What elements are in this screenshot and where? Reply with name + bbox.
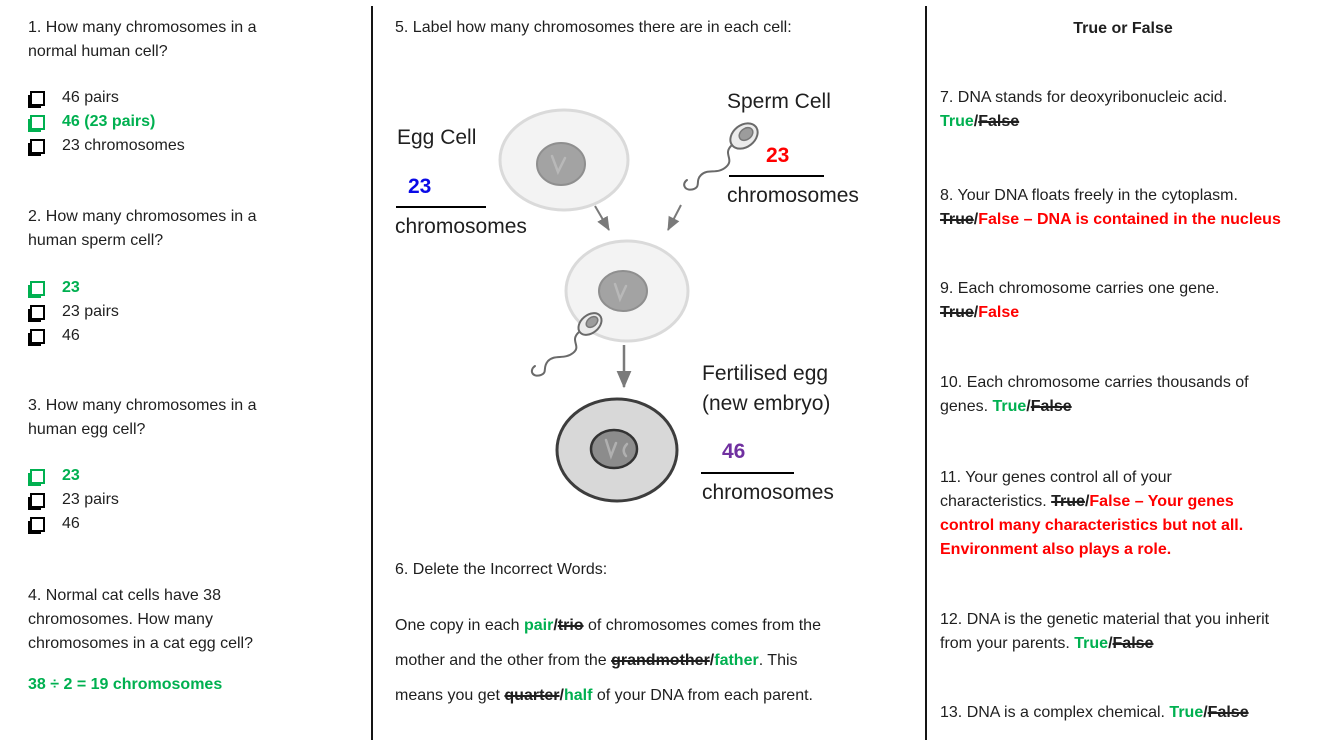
- question-10-text: 10. Each chromosome carries thousands of: [940, 374, 1249, 391]
- question-4-text: chromosomes in a cat egg cell?: [28, 635, 253, 652]
- option-label: 23 pairs: [62, 491, 119, 508]
- question-9-text: 9. Each chromosome carries one gene.: [940, 280, 1220, 297]
- checkbox-icon[interactable]: [30, 138, 45, 154]
- question-4-text: chromosomes. How many: [28, 611, 213, 628]
- question-1: 1. How many chromosomes in a normal huma…: [28, 16, 257, 64]
- option-label: 46: [62, 515, 80, 532]
- true-or-false-header: True or False: [1073, 20, 1173, 37]
- option-label: 23 pairs: [62, 303, 119, 320]
- sperm-chromosome-answer: 23: [766, 144, 790, 167]
- q1-option-23-chromosomes[interactable]: 23 chromosomes: [30, 134, 185, 158]
- fertilised-egg-answer-line: [701, 472, 794, 474]
- question-7-text: 7. DNA stands for deoxyribonucleic acid.: [940, 89, 1228, 106]
- question-4-text: 4. Normal cat cells have 38: [28, 587, 221, 604]
- question-3-text: human egg cell?: [28, 421, 146, 438]
- egg-cell-illustration: [498, 108, 630, 212]
- egg-chromosomes-label: chromosomes: [395, 215, 527, 238]
- option-label: 46 pairs: [62, 89, 119, 106]
- question-10-answer: genes. True/False: [940, 398, 1072, 415]
- question-10: 10. Each chromosome carries thousands of…: [940, 371, 1249, 419]
- option-label: 23 chromosomes: [62, 137, 185, 154]
- question-9: 9. Each chromosome carries one gene. Tru…: [940, 277, 1219, 325]
- checkbox-icon[interactable]: [30, 468, 45, 484]
- question-4-answer: 38 ÷ 2 = 19 chromosomes: [28, 676, 223, 693]
- question-6-sentence-line: means you get quarter/half of your DNA f…: [395, 687, 813, 704]
- question-3: 3. How many chromosomes in a human egg c…: [28, 394, 257, 442]
- question-11-answer: Environment also plays a role.: [940, 541, 1172, 558]
- question-7-answer: True/False: [940, 113, 1020, 130]
- question-2-text: 2. How many chromosomes in a: [28, 208, 257, 225]
- question-6-sentence-line: mother and the other from the grandmothe…: [395, 652, 798, 669]
- checkbox-icon[interactable]: [30, 492, 45, 508]
- egg-answer-line: [396, 206, 486, 208]
- question-8-answer: True/False – DNA is contained in the nuc…: [940, 211, 1281, 228]
- fertilised-egg-label-line2: (new embryo): [702, 392, 831, 415]
- q2-option-46[interactable]: 46: [30, 324, 119, 348]
- fertilised-egg-illustration: [555, 397, 679, 503]
- option-label: 23: [62, 279, 80, 296]
- question-11-answer: control many characteristics but not all…: [940, 517, 1244, 534]
- question-2-text: human sperm cell?: [28, 232, 164, 249]
- sperm-chromosomes-label: chromosomes: [727, 184, 859, 207]
- q1-option-46-pairs[interactable]: 46 pairs: [30, 86, 185, 110]
- question-12: 12. DNA is the genetic material that you…: [940, 608, 1269, 656]
- column-divider-right: [925, 6, 927, 740]
- egg-chromosome-answer: 23: [408, 175, 432, 198]
- fertilisation-diagram: [498, 108, 759, 503]
- question-1-text: normal human cell?: [28, 43, 168, 60]
- q2-option-23-pairs[interactable]: 23 pairs: [30, 300, 119, 324]
- checkbox-icon[interactable]: [30, 516, 45, 532]
- q3-option-23[interactable]: 23: [30, 464, 119, 488]
- question-11-answer: characteristics. True/False – Your genes: [940, 493, 1234, 510]
- question-12-text: 12. DNA is the genetic material that you…: [940, 611, 1270, 628]
- sperm-answer-line: [729, 175, 824, 177]
- question-3-text: 3. How many chromosomes in a: [28, 397, 257, 414]
- q3-option-46[interactable]: 46: [30, 512, 119, 536]
- option-label: 46: [62, 327, 80, 344]
- column-divider-left: [371, 6, 373, 740]
- fertilised-egg-label-line1: Fertilised egg: [702, 362, 829, 385]
- question-4: 4. Normal cat cells have 38 chromosomes.…: [28, 584, 253, 656]
- sperm-cell-label: Sperm Cell: [727, 90, 831, 113]
- q3-option-23-pairs[interactable]: 23 pairs: [30, 488, 119, 512]
- question-8-text: 8. Your DNA floats freely in the cytopla…: [940, 187, 1238, 204]
- fertilised-egg-chromosomes-label: chromosomes: [702, 481, 834, 504]
- option-label: 46 (23 pairs): [62, 113, 156, 130]
- question-11: 11. Your genes control all of your chara…: [940, 466, 1243, 562]
- checkbox-icon[interactable]: [30, 328, 45, 344]
- checkbox-icon[interactable]: [30, 114, 45, 130]
- fertilising-egg-illustration: [530, 239, 690, 377]
- question-2-options: 23 23 pairs 46: [30, 276, 119, 348]
- egg-cell-label: Egg Cell: [397, 126, 477, 149]
- fertilised-egg-chromosome-answer: 46: [722, 440, 746, 463]
- question-5-title: 5. Label how many chromosomes there are …: [395, 19, 792, 36]
- option-label: 23: [62, 467, 80, 484]
- question-2: 2. How many chromosomes in a human sperm…: [28, 205, 257, 253]
- checkbox-icon[interactable]: [30, 90, 45, 106]
- question-12-answer: from your parents. True/False: [940, 635, 1154, 652]
- fertilisation-arrows: [594, 204, 682, 231]
- question-7: 7. DNA stands for deoxyribonucleic acid.…: [940, 86, 1227, 134]
- question-9-answer: True/False: [940, 304, 1020, 321]
- question-13: 13. DNA is a complex chemical. True/Fals…: [940, 701, 1249, 725]
- q1-option-46-23-pairs[interactable]: 46 (23 pairs): [30, 110, 185, 134]
- question-6-sentence-line: One copy in each pair/trio of chromosome…: [395, 617, 821, 634]
- question-1-text: 1. How many chromosomes in a: [28, 19, 257, 36]
- question-3-options: 23 23 pairs 46: [30, 464, 119, 536]
- fertilised-egg-label: Fertilised egg (new embryo): [702, 359, 830, 419]
- question-11-text: 11. Your genes control all of your: [940, 469, 1172, 486]
- question-1-options: 46 pairs 46 (23 pairs) 23 chromosomes: [30, 86, 185, 158]
- question-6-title: 6. Delete the Incorrect Words:: [395, 561, 608, 578]
- checkbox-icon[interactable]: [30, 304, 45, 320]
- q2-option-23[interactable]: 23: [30, 276, 119, 300]
- question-13-text: 13. DNA is a complex chemical. True/Fals…: [940, 704, 1249, 721]
- checkbox-icon[interactable]: [30, 280, 45, 296]
- sperm-cell-illustration: [683, 122, 759, 191]
- question-8: 8. Your DNA floats freely in the cytopla…: [940, 184, 1281, 232]
